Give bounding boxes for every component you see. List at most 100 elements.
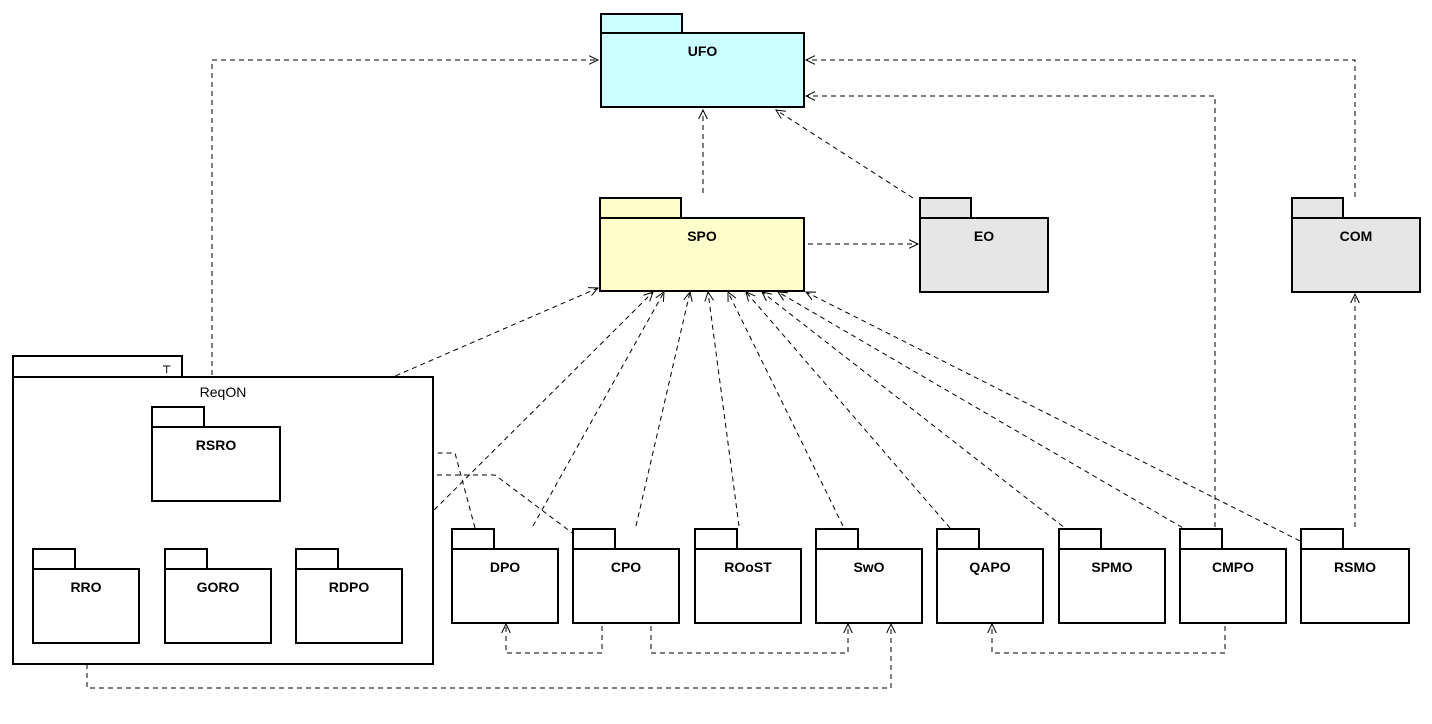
package-body: RSRO (151, 426, 281, 502)
package-body: RSMO (1300, 548, 1410, 624)
dependency-line (991, 624, 1226, 654)
package-tab (572, 528, 616, 550)
dependency-line (805, 291, 1309, 546)
package-rsmo[interactable]: RSMO (1300, 528, 1410, 624)
arrowhead (655, 290, 665, 303)
package-label-cpo: CPO (610, 559, 642, 575)
dependency-line (806, 95, 1216, 527)
dependency-cpo-to-swo (650, 622, 853, 654)
arrowhead (588, 55, 600, 65)
dependency-rdpo-to-spo (395, 291, 654, 549)
dependency-qapo-to-spo (745, 291, 951, 529)
dependency-swo-to-spo (727, 290, 844, 527)
dependency-line (282, 474, 576, 536)
package-label-spmo: SPMO (1091, 559, 1133, 575)
package-rdpo[interactable]: RDPO (295, 548, 403, 644)
package-body: SwO (815, 548, 923, 624)
package-cpo[interactable]: CPO (572, 528, 680, 624)
package-rsro[interactable]: RSRO (151, 406, 281, 502)
package-body: UFO (600, 32, 805, 108)
dependency-cmpo-to-ufo (804, 91, 1216, 527)
package-body: DPO (451, 548, 559, 624)
dependency-line (727, 291, 844, 527)
package-tab (151, 406, 205, 428)
dependency-line (777, 291, 1191, 533)
arrowhead (987, 622, 997, 634)
package-roost[interactable]: ROoST (694, 528, 802, 624)
package-label-roost: ROoST (724, 559, 772, 575)
dependency-spmo-to-spo (761, 291, 1071, 533)
package-body: CMPO (1179, 548, 1287, 624)
package-tab (1058, 528, 1102, 550)
package-label-rro: RRO (70, 579, 102, 595)
arrowhead (886, 622, 896, 634)
package-dpo[interactable]: DPO (451, 528, 559, 624)
package-spmo[interactable]: SPMO (1058, 528, 1166, 624)
package-rro[interactable]: RRO (32, 548, 140, 644)
dependency-roost-to-spo (704, 290, 740, 527)
dependency-reqon-to-ufo (211, 55, 600, 375)
arrowhead (1350, 292, 1360, 304)
arrowhead (804, 291, 817, 301)
package-label-eo: EO (973, 228, 995, 244)
dependency-line (650, 624, 849, 654)
arrowhead (704, 290, 714, 302)
dependency-line (211, 59, 598, 375)
dependency-rsmo-to-com (1350, 292, 1360, 527)
arrowhead (908, 239, 920, 249)
dependency-line (635, 291, 691, 527)
package-label-goro: GORO (196, 579, 240, 595)
package-label-cmpo: CMPO (1212, 559, 1254, 575)
dependency-spo-to-ufo (698, 108, 708, 193)
package-body: SPMO (1058, 548, 1166, 624)
dependency-eo-to-ufo (775, 109, 914, 199)
arrowhead (587, 287, 600, 296)
package-cmpo[interactable]: CMPO (1179, 528, 1287, 624)
package-tab (936, 528, 980, 550)
package-tab (1300, 528, 1344, 550)
dependency-line (395, 291, 654, 549)
package-body: CPO (572, 548, 680, 624)
package-eo[interactable]: EO (919, 197, 1049, 293)
dependency-line (707, 291, 740, 527)
dependency-rsmo-to-spo (804, 291, 1309, 546)
package-body: SPO (599, 217, 805, 292)
dependency-cpo-to-dpo (501, 622, 603, 654)
arrowhead (775, 109, 786, 119)
package-spo[interactable]: SPO (599, 197, 805, 292)
package-body: QAPO (936, 548, 1044, 624)
package-tab (694, 528, 738, 550)
package-ufo[interactable]: UFO (600, 13, 805, 108)
package-label-dpo: DPO (489, 559, 521, 575)
package-com[interactable]: COM (1291, 197, 1421, 293)
package-swo[interactable]: SwO (815, 528, 923, 624)
package-tab (1291, 197, 1344, 219)
package-label-qapo: QAPO (969, 559, 1011, 575)
subsystem-fork-icon: ┬ (163, 359, 171, 373)
dependency-cmpo-to-spo (777, 291, 1191, 533)
package-label-rsro: RSRO (195, 437, 237, 453)
package-goro[interactable]: GORO (164, 548, 272, 644)
package-tab (451, 528, 495, 550)
package-tab (599, 197, 682, 219)
package-tab (815, 528, 859, 550)
arrowhead (698, 108, 708, 120)
dependency-cmpo-to-qapo (987, 622, 1226, 654)
arrowhead (804, 91, 816, 101)
package-tab (919, 197, 972, 219)
arrowhead (727, 290, 737, 303)
package-label-spo: SPO (687, 228, 717, 244)
package-label-rdpo: RDPO (328, 579, 370, 595)
package-qapo[interactable]: QAPO (936, 528, 1044, 624)
package-tab (600, 13, 683, 34)
package-tab (164, 548, 208, 570)
dependency-line (775, 109, 914, 199)
dependency-line (505, 624, 603, 654)
package-tab (1179, 528, 1223, 550)
dependency-spo-to-eo (808, 239, 920, 249)
arrowhead (843, 622, 853, 634)
package-body: GORO (164, 568, 272, 644)
package-label-reqon: ReqON (199, 384, 247, 400)
arrowhead (761, 291, 772, 302)
